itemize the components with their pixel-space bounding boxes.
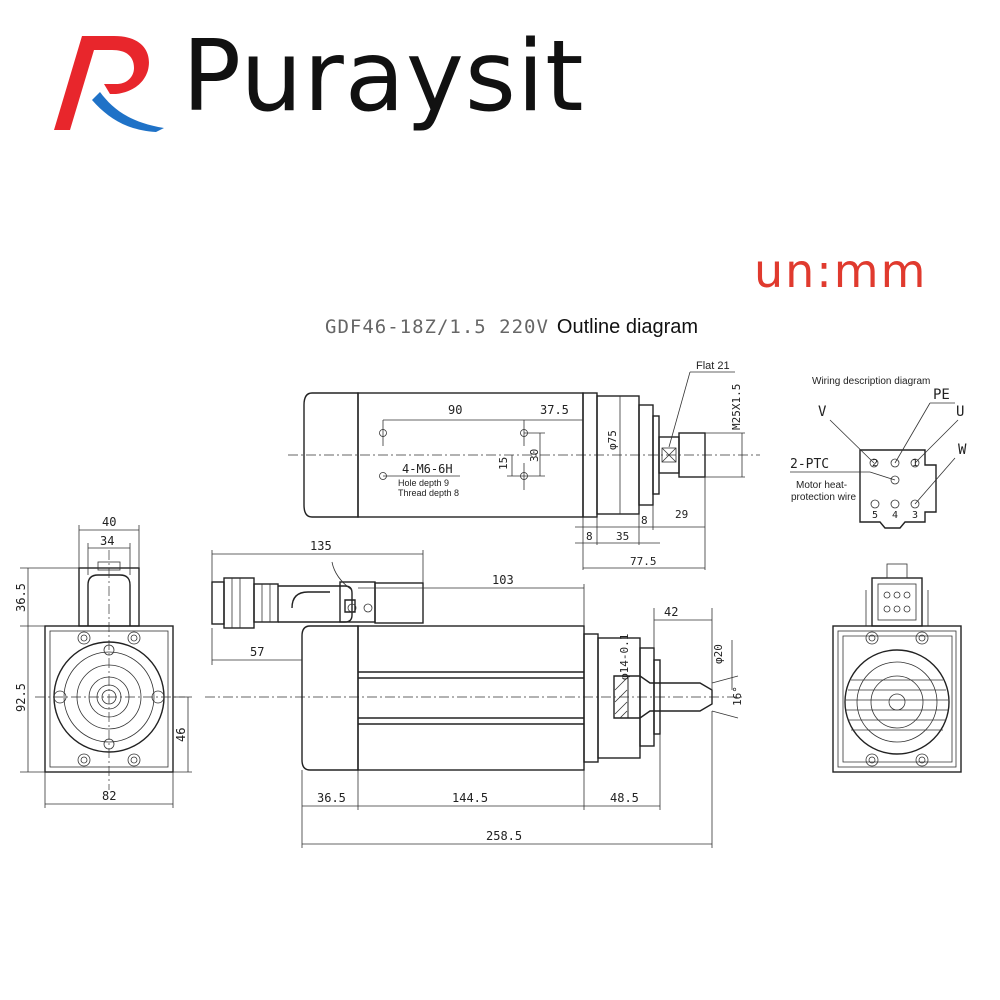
dim-phi-20: φ20 — [712, 644, 725, 664]
dim-34: 34 — [100, 534, 114, 548]
pin-2: 2 — [872, 458, 878, 469]
wiring-pe: PE — [933, 387, 950, 403]
thread-depth-label: Thread depth 8 — [398, 488, 459, 498]
dim-8b: 8 — [641, 514, 648, 527]
dim-42: 42 — [664, 605, 678, 619]
dim-90: 90 — [448, 403, 462, 417]
dim-collet: φ14-0.1 — [618, 634, 631, 680]
dim-258-5: 258.5 — [486, 829, 522, 843]
dim-36-5-side: 36.5 — [317, 791, 346, 805]
top-view — [288, 371, 760, 570]
dim-46: 46 — [174, 728, 188, 742]
brand-name: Puraysit — [182, 20, 585, 134]
pin-3: 3 — [912, 510, 918, 521]
wiring-connector — [790, 402, 959, 529]
holes-label: 4-M6-6H — [402, 462, 453, 476]
end-view-right — [832, 563, 962, 773]
end-view-left — [20, 525, 192, 808]
dim-48-5: 48.5 — [610, 791, 639, 805]
wiring-w: W — [958, 442, 967, 458]
dim-30: 30 — [528, 449, 541, 462]
dim-angle-16: 16° — [731, 686, 744, 706]
puraysit-r-logo-icon — [54, 36, 164, 132]
wiring-v: V — [818, 404, 827, 420]
dim-40: 40 — [102, 515, 116, 529]
diagram-title: GDF46-18Z/1.5 220V Outline diagram — [325, 316, 698, 339]
dim-135: 135 — [310, 539, 332, 553]
pin-4: 4 — [892, 510, 898, 521]
title-description: Outline diagram — [556, 316, 699, 338]
dim-57: 57 — [250, 645, 264, 659]
wiring-ptc: 2-PTC — [790, 457, 829, 472]
wiring-ptc-desc-1: Motor heat- — [796, 480, 847, 491]
hole-depth-label: Hole depth 9 — [398, 478, 449, 488]
dim-92-5: 92.5 — [14, 683, 28, 712]
model-number: GDF46-18Z/1.5 220V — [325, 316, 549, 338]
dim-15: 15 — [497, 457, 510, 470]
dim-36-5-left: 36.5 — [14, 583, 28, 612]
pin-5: 5 — [872, 510, 878, 521]
wiring-ptc-desc-2: protection wire — [791, 492, 856, 503]
wiring-u: U — [956, 404, 964, 420]
thread-label: M25X1.5 — [730, 384, 743, 430]
dim-103: 103 — [492, 573, 514, 587]
units-label: un:mm — [754, 244, 928, 298]
dim-8a: 8 — [586, 530, 593, 543]
dim-37-5: 37.5 — [540, 403, 569, 417]
dim-phi-75: φ75 — [606, 430, 619, 450]
dim-144-5: 144.5 — [452, 791, 488, 805]
wiring-title: Wiring description diagram — [812, 376, 930, 387]
dim-82: 82 — [102, 789, 116, 803]
flat-21-label: Flat 21 — [696, 360, 730, 372]
side-view — [205, 550, 745, 848]
dim-77-5: 77.5 — [630, 555, 657, 568]
dim-35: 35 — [616, 530, 629, 543]
pin-1: 1 — [912, 458, 918, 469]
dim-29: 29 — [675, 508, 688, 521]
